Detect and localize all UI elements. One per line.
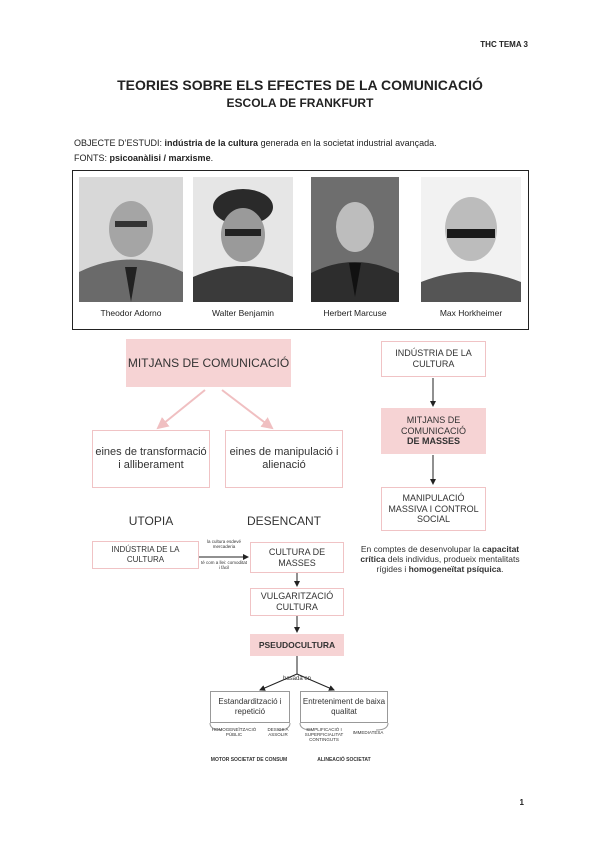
- alineacio-label: ALINEACIÓ SOCIETAT: [300, 757, 388, 763]
- note-text: En comptes de desenvolupar la capacitat …: [355, 544, 525, 575]
- utopia-label: UTOPIA: [92, 514, 210, 528]
- eines-manipulacio-label: eines de manipulació i alienació: [226, 446, 342, 472]
- simplificacio-label: SIMPLIFICACIÓ I SUPERFICIALITAT CONTINGU…: [298, 727, 350, 743]
- pseudocultura-label: PSEUDOCULTURA: [259, 640, 335, 650]
- basada-en-label: basada en: [270, 676, 324, 682]
- arrow-note-bottom: té com a llei: comoditat i fàcil: [200, 561, 248, 571]
- motor-label: MOTOR SOCIETAT DE CONSUM: [203, 757, 295, 763]
- mitjans-comunicacio-box: MITJANS DE COMUNICACIÓ: [126, 339, 291, 387]
- page-number: 1: [520, 798, 524, 807]
- eines-transformacio-box: eines de transformació i alliberament: [92, 430, 210, 488]
- note-part: En comptes de desenvolupar la: [361, 544, 482, 554]
- vulgaritzacio-box: VULGARITZACIÓ CULTURA: [250, 588, 344, 616]
- entreteniment-label: Entreteniment de baixa qualitat: [301, 697, 387, 716]
- estandarditzacio-box: Estandardització i repetició: [210, 691, 290, 723]
- eines-manipulacio-box: eines de manipulació i alienació: [225, 430, 343, 488]
- mitjans-masses-label-2: DE MASSES: [407, 436, 460, 447]
- vulgaritzacio-label: VULGARITZACIÓ CULTURA: [251, 591, 343, 613]
- immediatesa-label: IMMEDIATESA: [350, 730, 386, 735]
- eines-transformacio-label: eines de transformació i alliberament: [93, 446, 209, 472]
- homogeneitzacio-label: HOMOGENEÏTZACIÓ PÚBLIC: [207, 727, 261, 737]
- note-bold: homogeneïtat psíquica: [409, 564, 502, 574]
- industria-cultura-box: INDÚSTRIA DE LA CULTURA: [381, 341, 486, 377]
- mitjans-masses-label-1: MITJANS DE COMUNICACIÓ: [381, 415, 486, 437]
- entreteniment-box: Entreteniment de baixa qualitat: [300, 691, 388, 723]
- industria-cultura-left-box: INDÚSTRIA DE LA CULTURA: [92, 541, 199, 569]
- desigs-label: DESIGS A ASSOLIR: [262, 727, 294, 737]
- manipulacio-label: MANIPULACIÓ MASSIVA I CONTROL SOCIAL: [382, 493, 485, 525]
- manipulacio-box: MANIPULACIÓ MASSIVA I CONTROL SOCIAL: [381, 487, 486, 531]
- note-part: .: [501, 564, 503, 574]
- mitjans-masses-box: MITJANS DE COMUNICACIÓ DE MASSES: [381, 408, 486, 454]
- industria-left-label: INDÚSTRIA DE LA CULTURA: [93, 545, 198, 564]
- industria-right-label: INDÚSTRIA DE LA CULTURA: [382, 348, 485, 370]
- mitjans-label: MITJANS DE COMUNICACIÓ: [128, 356, 289, 370]
- arrow-note-top: la cultura esdevé mercaderia: [200, 540, 248, 550]
- estandarditzacio-label: Estandardització i repetició: [211, 697, 289, 716]
- cultura-masses-label: CULTURA DE MASSES: [251, 547, 343, 569]
- desencant-label: DESENCANT: [225, 514, 343, 528]
- pseudocultura-box: PSEUDOCULTURA: [250, 634, 344, 656]
- cultura-masses-box: CULTURA DE MASSES: [250, 542, 344, 573]
